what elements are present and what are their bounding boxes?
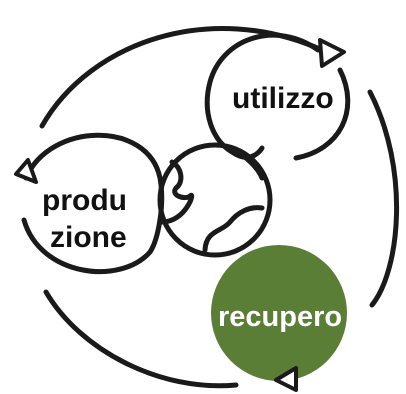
recupero-circle (211, 245, 347, 381)
outer-arc-right (367, 89, 399, 308)
label-produzione-line2: zione (50, 221, 127, 254)
label-utilizzo: utilizzo (232, 82, 334, 115)
utilizzo-circle-right (293, 67, 351, 161)
arrowhead-icon (274, 366, 298, 392)
arrowhead-icon (14, 158, 38, 184)
arrowhead-icon (318, 38, 346, 68)
outer-arc-bottom-left (43, 289, 239, 389)
globe-icon (157, 142, 273, 258)
label-recupero: recupero (218, 301, 342, 333)
label-produzione-line1: produ (42, 184, 127, 217)
